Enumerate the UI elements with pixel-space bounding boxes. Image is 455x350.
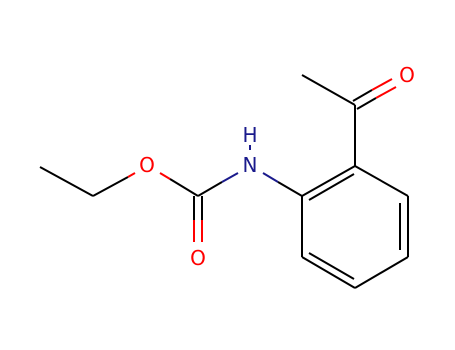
bond-acetyl-co-a-red [371, 78, 393, 91]
bond-carbamate-c-n-blue [221, 172, 239, 183]
bond-ring-c1-c2 [301, 165, 356, 197]
ester-oxygen-label: O [139, 153, 155, 177]
bond-n-ring-blue [262, 172, 279, 183]
bond-n-ring [277, 181, 303, 197]
carbamate-carbonyl-oxygen-label: O [190, 246, 206, 270]
bond-ethyl-ch2-o [92, 176, 129, 197]
amide-nitrogen-label: N [243, 153, 258, 177]
bond-acetyl-co-b-red [375, 86, 397, 99]
bond-ring-c2-c3 [354, 165, 409, 197]
bond-o-carbamate-c-half-o [159, 172, 171, 180]
bond-o-carbamate-c [169, 178, 199, 197]
bond-ring-inner-3 [308, 252, 355, 280]
bond-ring-inner-1 [308, 173, 355, 201]
bond-acetyl-c-ch3 [301, 74, 356, 106]
bond-ethyl-ch3-ch2 [39, 166, 94, 197]
bond-ring-c5-c6 [301, 256, 356, 289]
atom-labels: O O O N H [139, 63, 415, 270]
amide-hydrogen-label: H [242, 123, 257, 147]
bond-acetyl-co-a [352, 89, 373, 102]
bond-ester-o-half [127, 172, 136, 178]
carbonyl-oxygen-label: O [399, 63, 415, 87]
bond-carbamate-c-n [197, 181, 223, 197]
bonds [39, 74, 409, 289]
bond-acetyl-co-b [356, 97, 377, 110]
bond-ring-c4-c5 [354, 256, 409, 289]
